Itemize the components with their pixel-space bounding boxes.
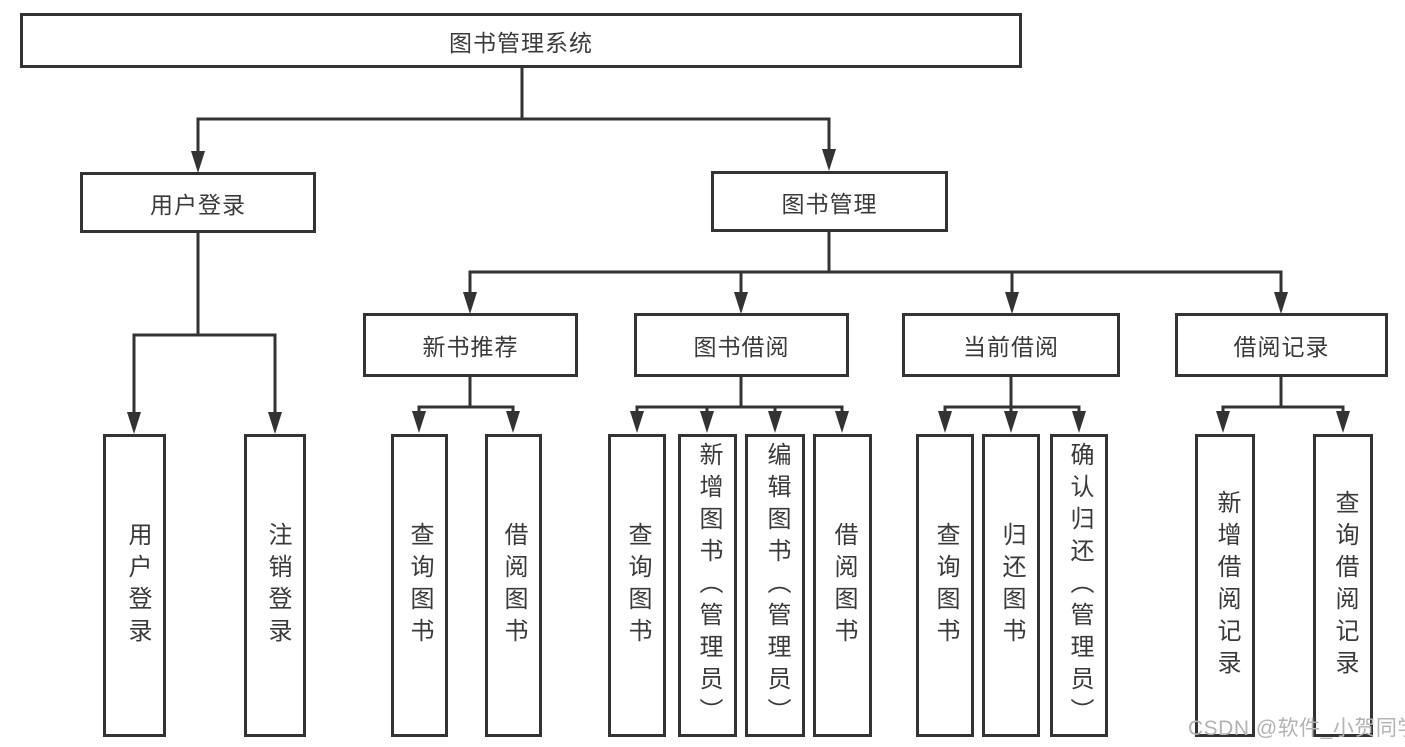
leaf-logout: 注销登录 [244,434,306,737]
node-borrowing-records: 借阅记录 [1175,313,1388,377]
leaf-confirm-return-admin: 确认归还（管理员） [1050,434,1108,737]
leaf-query-borrow-record: 查询借阅记录 [1313,434,1373,737]
node-current-borrowing: 当前借阅 [902,313,1120,377]
leaf-borrow-books-1: 借阅图书 [485,434,542,737]
node-root: 图书管理系统 [20,13,1022,68]
leaf-query-books-1: 查询图书 [391,434,448,737]
csdn-watermark: CSDN @软件_小贺同学 [1188,717,1405,740]
leaf-add-book-admin: 新增图书（管理员） [678,434,737,737]
leaf-borrow-books-2: 借阅图书 [813,434,872,737]
leaf-query-books-2: 查询图书 [608,434,666,737]
node-user-login: 用户登录 [80,172,316,233]
node-book-borrowing: 图书借阅 [634,313,849,377]
leaf-user-login: 用户登录 [103,434,166,737]
node-new-books: 新书推荐 [363,313,578,377]
leaf-query-books-3: 查询图书 [916,434,974,737]
leaf-edit-book-admin: 编辑图书（管理员） [745,434,805,737]
arrowheads [127,149,1350,434]
node-book-management: 图书管理 [711,171,948,232]
leaf-return-books: 归还图书 [982,434,1040,737]
leaf-add-borrow-record: 新增借阅记录 [1195,434,1255,737]
